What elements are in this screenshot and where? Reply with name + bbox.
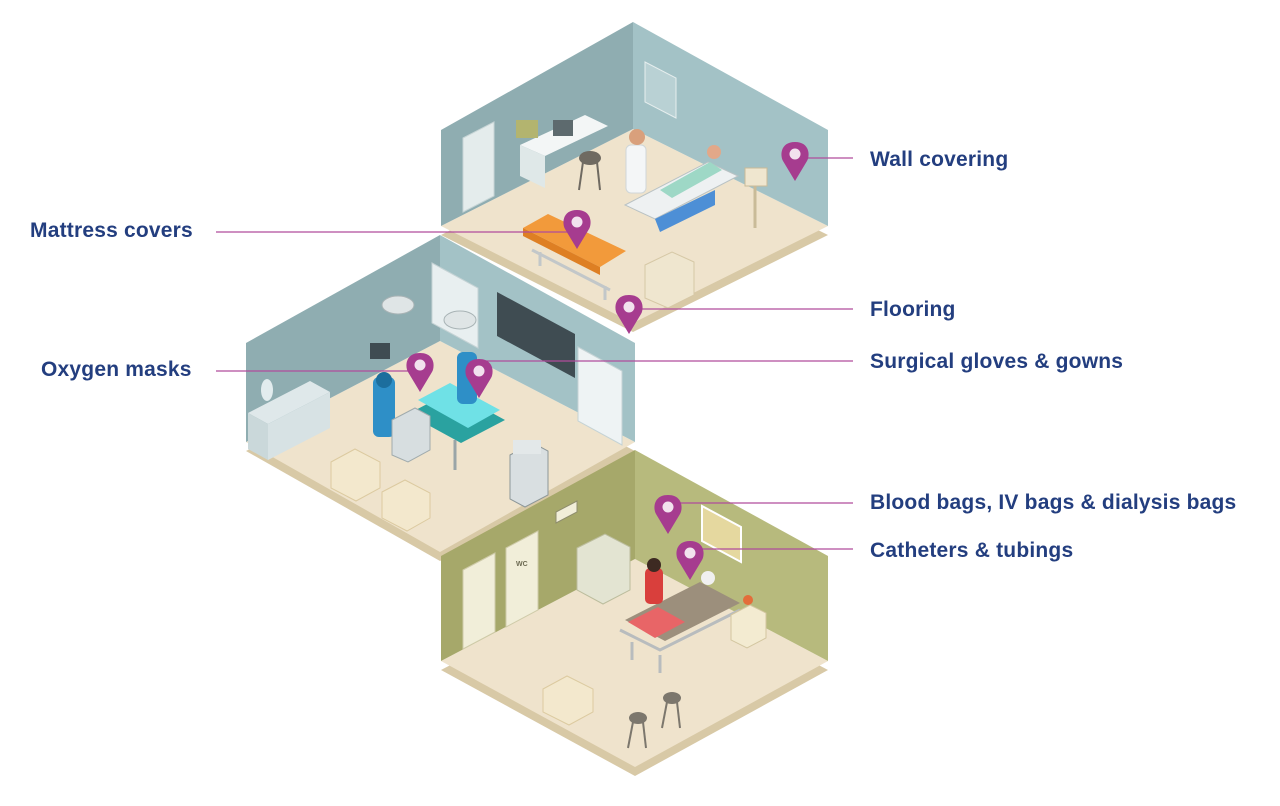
patient-on-exam-bed (660, 162, 722, 198)
monitor-stand-device (744, 167, 768, 187)
ward-chair-1 (629, 712, 647, 724)
wall-mirror (261, 379, 273, 401)
wall-vent (555, 500, 578, 524)
operating-room (246, 235, 635, 561)
label-catheters-tubings: Catheters & tubings (870, 539, 1074, 562)
label-flooring: Flooring (870, 298, 956, 321)
patient-head (707, 145, 721, 159)
doctor-head (629, 129, 645, 145)
label-wall-covering: Wall covering (870, 148, 1009, 171)
ward-bench (542, 675, 594, 726)
supply-box-1 (330, 448, 381, 502)
examination-room (441, 22, 828, 332)
desk-side (520, 145, 545, 188)
supply-box-2 (381, 479, 431, 532)
surgical-lamp-1 (381, 295, 415, 315)
leader-lines (216, 157, 853, 550)
exam-bed-blue-base (655, 190, 715, 232)
label-surgical-gloves-gowns: Surgical gloves & gowns (870, 350, 1124, 373)
flower-vase (743, 595, 753, 605)
ward-monitor-device (576, 533, 631, 605)
or-floor (246, 341, 635, 552)
doctor-body (625, 144, 647, 194)
exam-room-right-wall (633, 22, 828, 226)
wall-cabinet (644, 61, 677, 119)
patient-sheet (418, 383, 500, 428)
desk-chair (579, 151, 601, 165)
wall-picture (701, 504, 742, 564)
ward-chair-2 (663, 692, 681, 704)
surgical-lamp-2 (443, 310, 477, 330)
patient-bed-frame (619, 608, 741, 673)
ward-door-1 (462, 552, 496, 650)
instrument-trolley (391, 407, 431, 463)
orange-mattress-side (523, 228, 600, 275)
sink-counter-front (248, 413, 268, 460)
ward-door-wc (505, 530, 539, 628)
label-oxygen-masks: Oxygen masks (41, 358, 192, 381)
label-mattress-covers: Mattress covers (30, 219, 193, 242)
ward-patient-head (701, 571, 715, 585)
ward-bedside-table (730, 604, 767, 649)
wc-door-sign: WC (516, 561, 528, 568)
label-blood-iv-dialysis-bags: Blood bags, IV bags & dialysis bags (870, 491, 1237, 514)
bed-red-blanket (628, 607, 685, 638)
bedside-cabinet (644, 251, 695, 309)
or-monitor (370, 343, 390, 359)
or-shelving-right (577, 346, 623, 446)
ward-floor (441, 559, 828, 767)
or-dark-window (497, 292, 575, 378)
sink-counter (248, 381, 330, 424)
sink-counter-side (268, 392, 330, 460)
surgeon-1 (373, 377, 395, 437)
desk-monitor (553, 120, 573, 136)
stretcher-frame (531, 248, 611, 300)
wall-notice-board (516, 120, 538, 138)
visitor (645, 568, 663, 604)
exam-room-door (462, 121, 495, 213)
